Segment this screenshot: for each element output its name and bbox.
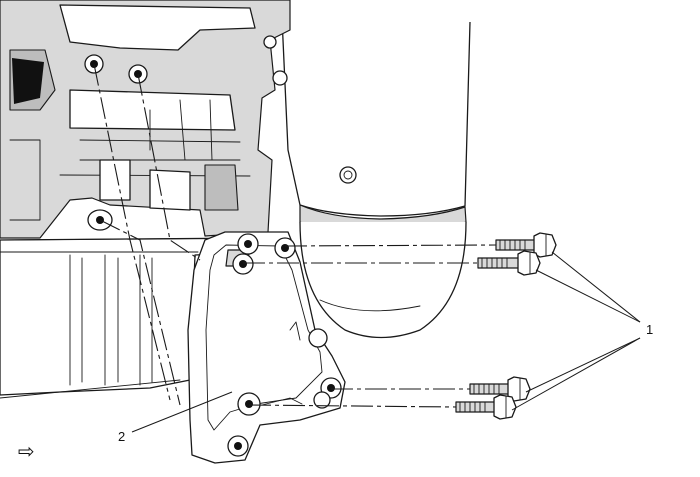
alignment-lines bbox=[93, 63, 497, 408]
callout-leaders bbox=[131, 251, 641, 433]
mounting-bracket bbox=[187, 231, 346, 464]
filter-drain-plug bbox=[339, 166, 357, 184]
bolt-upper-2 bbox=[477, 250, 541, 276]
oil-filter bbox=[281, 17, 471, 339]
outline-right-arrow-icon: ⇨ bbox=[18, 439, 35, 463]
callout-1-label: 1 bbox=[646, 322, 653, 337]
bolt-lower-2 bbox=[455, 394, 517, 420]
bolt-upper-1 bbox=[495, 232, 557, 258]
callout-2-label: 2 bbox=[118, 429, 125, 444]
engine-housing bbox=[0, 0, 291, 239]
